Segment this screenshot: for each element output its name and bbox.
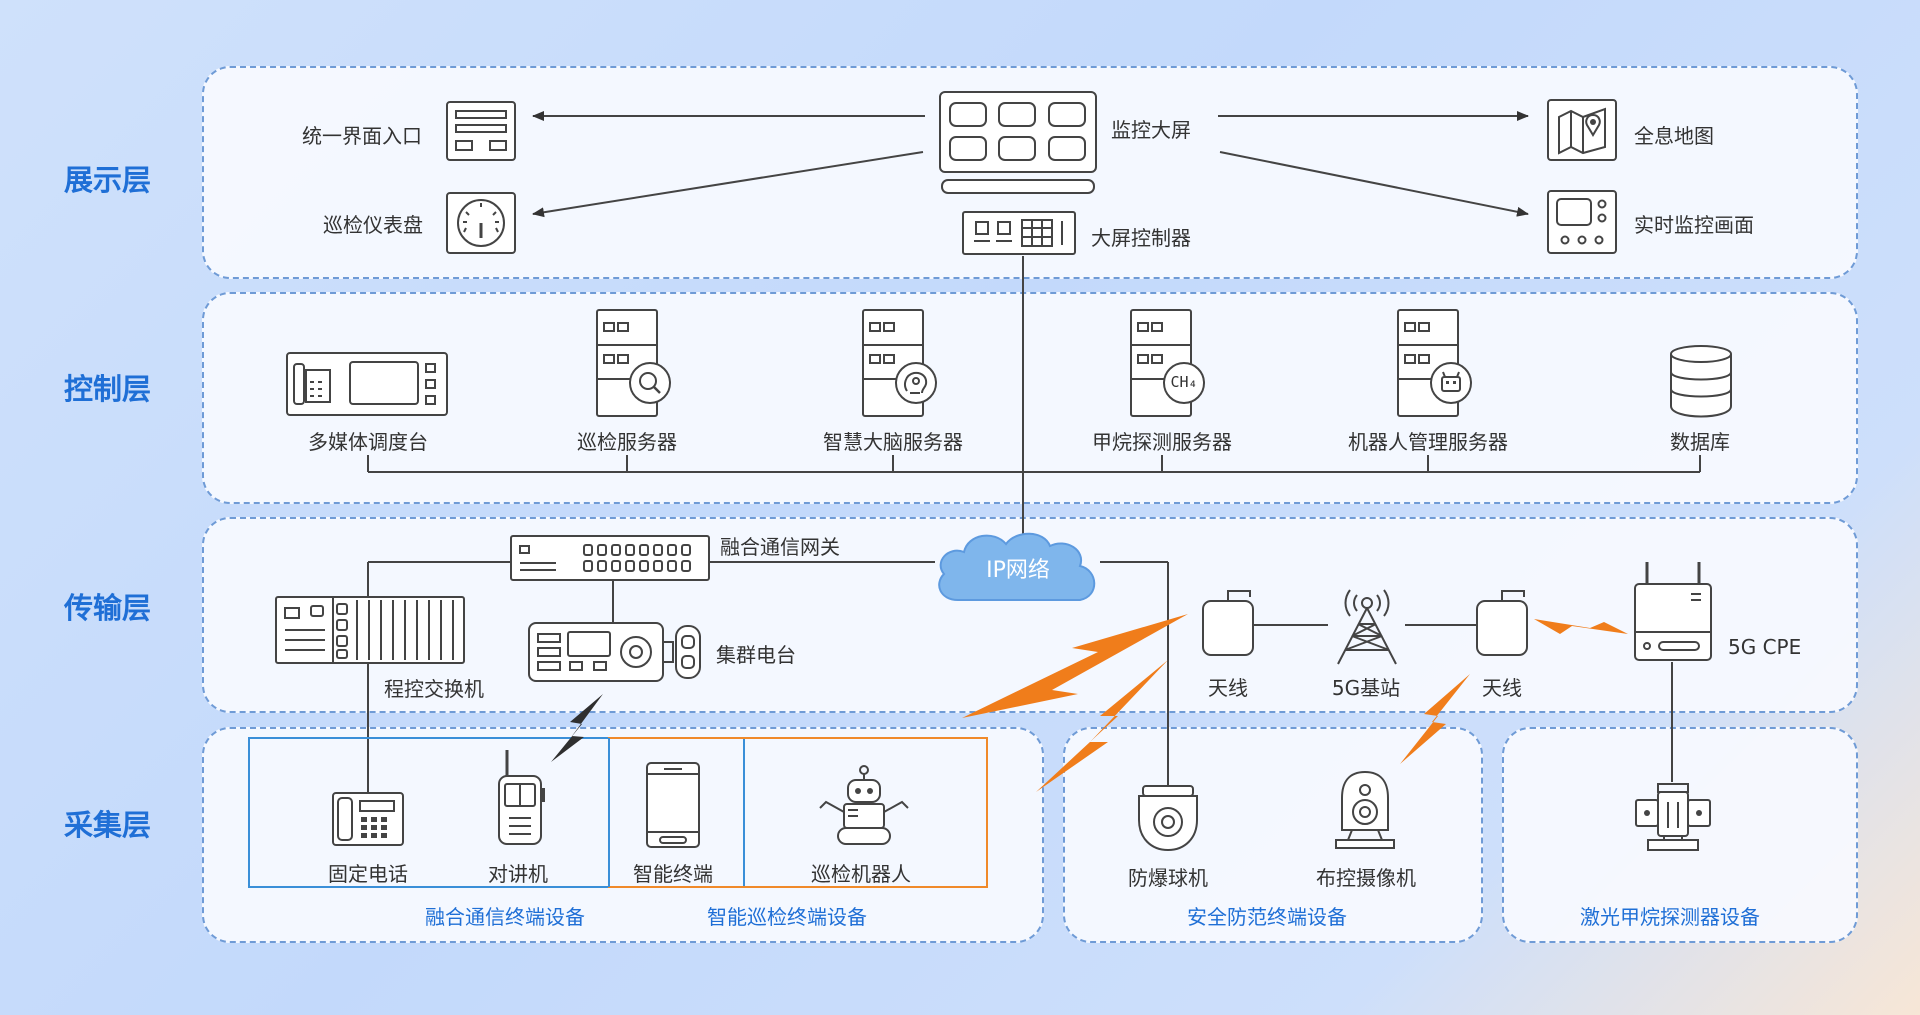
trunk-radio-icon <box>528 622 701 682</box>
pbx-label: 程控交换机 <box>384 677 484 701</box>
smart-terminal-label: 智能终端 <box>633 862 713 886</box>
monitor-device-icon <box>1547 190 1617 254</box>
map-pin-icon <box>1547 99 1617 161</box>
explosion-dome-label: 防爆球机 <box>1128 866 1208 890</box>
antenna-left-label: 天线 <box>1208 676 1248 700</box>
screen-controller-label: 大屏控制器 <box>1091 226 1191 250</box>
antenna-left-icon <box>1202 590 1254 656</box>
inspection-robot-label: 巡检机器人 <box>811 862 911 886</box>
smart-terminal-icon <box>646 762 700 848</box>
walkie-talkie-icon <box>498 750 545 845</box>
pbx-switch-icon <box>275 596 465 664</box>
inspection-server-icon <box>596 309 671 417</box>
holographic-map-label: 全息地图 <box>1634 124 1714 148</box>
ip-network-label: IP网络 <box>986 558 1050 583</box>
list-window-icon <box>446 101 516 161</box>
unified-entry-label: 统一界面入口 <box>302 124 422 148</box>
big-screen-label: 监控大屏 <box>1111 118 1191 142</box>
walkie-talkie-label: 对讲机 <box>488 862 548 886</box>
desk-phone-icon <box>332 792 404 846</box>
base-station-label: 5G基站 <box>1331 676 1401 700</box>
gateway-label: 融合通信网关 <box>720 535 840 559</box>
methane-server-label: 甲烷探测服务器 <box>1092 430 1232 454</box>
group-laser-label: 激光甲烷探测器设备 <box>1580 905 1760 929</box>
inspection-server-label: 巡检服务器 <box>577 430 677 454</box>
inspection-robot-icon <box>819 765 909 845</box>
multimedia-console-label: 多媒体调度台 <box>308 430 428 454</box>
gauge-icon <box>446 192 516 254</box>
laser-detector-icon <box>1635 783 1711 851</box>
group-comm-label: 融合通信终端设备 <box>425 905 585 929</box>
deploy-camera-label: 布控摄像机 <box>1316 866 1416 890</box>
gateway-icon <box>510 535 710 581</box>
realtime-view-label: 实时监控画面 <box>1634 213 1754 237</box>
control-camera-icon <box>1335 770 1395 849</box>
inspection-dashboard-label: 巡检仪表盘 <box>323 213 423 237</box>
group-security-label: 安全防范终端设备 <box>1187 905 1347 929</box>
antenna-right-icon <box>1476 590 1528 656</box>
group-inspection-label: 智能巡检终端设备 <box>707 905 867 929</box>
smart-brain-server-label: 智慧大脑服务器 <box>823 430 963 454</box>
dispatch-console-icon <box>286 352 448 416</box>
layer-label-control: 控制层 <box>64 372 152 406</box>
layer-label-collect: 采集层 <box>64 808 152 842</box>
database-icon <box>1670 345 1732 418</box>
video-wall-icon <box>939 91 1097 194</box>
control-layer-panel <box>202 292 1858 504</box>
database-label: 数据库 <box>1670 430 1730 454</box>
methane-server-icon: CH₄ <box>1130 309 1206 419</box>
layer-label-display: 展示层 <box>64 163 152 197</box>
screen-controller-icon <box>962 211 1076 255</box>
trunk-radio-label: 集群电台 <box>716 643 796 667</box>
antenna-right-label: 天线 <box>1482 676 1522 700</box>
ip-network-cloud-icon: IP网络 <box>930 526 1106 608</box>
methane-chip-text: CH₄ <box>1170 373 1198 391</box>
cpe-router-icon <box>1634 562 1712 661</box>
layer-label-transport: 传输层 <box>64 591 152 625</box>
collect-panel-security <box>1063 727 1483 943</box>
base-station-tower-icon <box>1337 589 1397 665</box>
dome-camera-icon <box>1138 785 1198 852</box>
fixed-phone-label: 固定电话 <box>328 862 408 886</box>
robot-server-label: 机器人管理服务器 <box>1348 430 1508 454</box>
robot-server-icon <box>1397 309 1472 417</box>
smart-brain-server-icon <box>862 309 937 417</box>
cpe-label: 5G CPE <box>1728 635 1802 659</box>
